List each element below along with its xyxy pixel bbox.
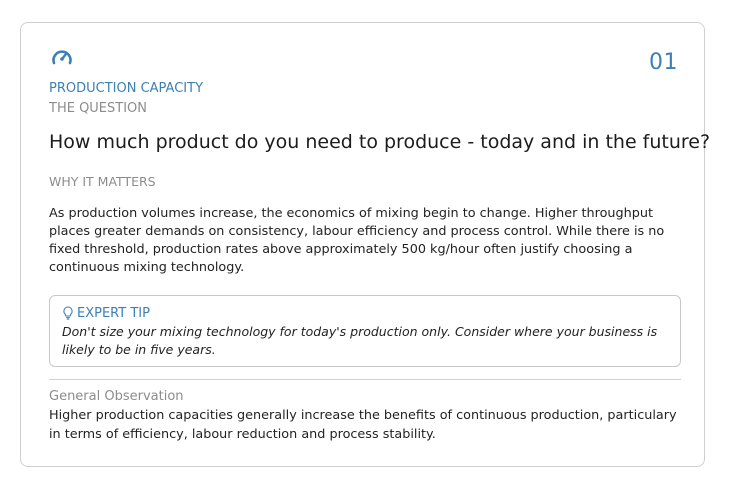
card-number: 01 bbox=[649, 50, 678, 75]
category-label: PRODUCTION CAPACITY bbox=[49, 81, 204, 96]
expert-tip-header: EXPERT TIP bbox=[62, 305, 668, 321]
why-it-matters-text: As production volumes increase, the econ… bbox=[49, 206, 665, 275]
divider bbox=[49, 379, 681, 380]
capacity-card: 01 PRODUCTION CAPACITY THE QUESTION How … bbox=[20, 22, 710, 467]
why-it-matters-label: WHY IT MATTERS bbox=[49, 174, 156, 189]
expert-tip-box: EXPERT TIP Don't size your mixing techno… bbox=[49, 295, 681, 367]
lightbulb-icon bbox=[63, 306, 73, 320]
question-heading: How much product do you need to produce … bbox=[49, 131, 711, 153]
expert-tip-text: Don't size your mixing technology for to… bbox=[62, 324, 658, 357]
gauge-icon bbox=[52, 50, 72, 65]
expert-tip-label: EXPERT TIP bbox=[77, 305, 150, 321]
observation-label: General Observation bbox=[49, 389, 184, 404]
observation-text: Higher production capacities generally i… bbox=[49, 408, 677, 442]
question-eyebrow: THE QUESTION bbox=[49, 101, 148, 116]
